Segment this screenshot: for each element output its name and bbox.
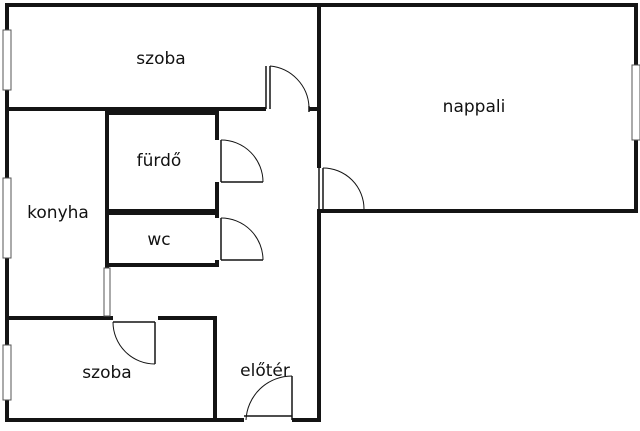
door-nappali (318, 167, 365, 210)
room-label-wc: wc (147, 230, 170, 250)
door-bottom-szoba (112, 321, 156, 365)
room-label-szoba-bottom: szoba (82, 363, 131, 383)
window-konyha (2, 177, 12, 259)
door-wc (220, 217, 264, 261)
window-konyha-inner (103, 267, 111, 317)
room-labels: szoba nappali fürdő konyha wc szoba előt… (27, 49, 505, 383)
door-furdo (220, 139, 264, 183)
doors (112, 65, 365, 421)
room-label-szoba-top: szoba (136, 49, 185, 69)
walls (5, 3, 638, 422)
window-nappali (631, 64, 640, 141)
room-label-konyha: konyha (27, 203, 89, 223)
room-label-nappali: nappali (443, 97, 506, 117)
windows (2, 29, 640, 401)
window-bottom-szoba (2, 344, 12, 401)
room-label-eloter: előtér (240, 361, 290, 381)
door-top-szoba (265, 65, 310, 112)
room-label-furdo: fürdő (137, 151, 182, 171)
window-top-szoba (2, 29, 12, 91)
door-entrance (244, 375, 293, 421)
